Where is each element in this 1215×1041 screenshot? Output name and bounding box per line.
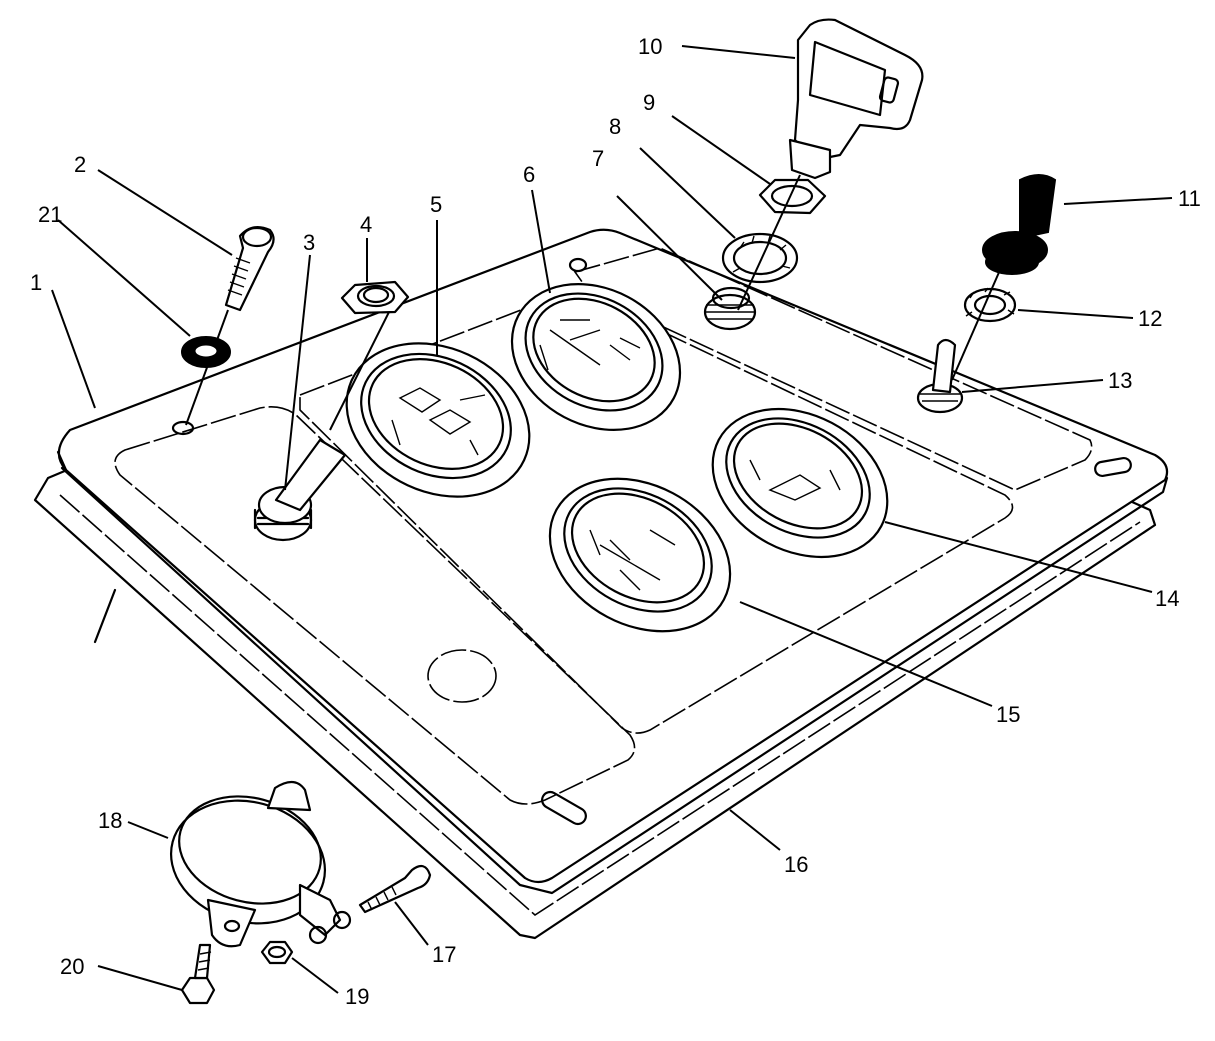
callout-5: 5 [430, 192, 442, 217]
callout-7: 7 [592, 146, 604, 171]
callout-10: 10 [638, 34, 662, 59]
clamp-18 [169, 780, 352, 948]
connector-7 [703, 286, 757, 331]
toggle-switch-3 [253, 438, 347, 542]
callout-19: 19 [345, 984, 369, 1009]
callout-21: 21 [38, 202, 62, 227]
callout-20: 20 [60, 954, 84, 979]
toggle-switch-13 [916, 338, 964, 414]
callout-16: 16 [784, 852, 808, 877]
callout-3: 3 [303, 230, 315, 255]
callout-14: 14 [1155, 586, 1179, 611]
axis-line-receptacle [737, 174, 801, 311]
callout-1: 1 [30, 270, 42, 295]
gauge-6 [510, 283, 682, 431]
axis-line-toggle [951, 269, 1001, 381]
gauge-5 [345, 342, 531, 498]
callout-6: 6 [523, 162, 535, 187]
lockwasher-8 [721, 232, 799, 284]
screw-17 [358, 864, 432, 914]
screw-20 [180, 943, 216, 1005]
lockwasher-21 [181, 336, 231, 368]
callout-17: 17 [432, 942, 456, 967]
callout-15: 15 [996, 702, 1020, 727]
cap-10 [788, 18, 924, 180]
callout-13: 13 [1108, 368, 1132, 393]
callout-8: 8 [609, 114, 621, 139]
nut-9 [758, 178, 827, 215]
leader-lines [51, 45, 1173, 994]
nut-19 [260, 940, 294, 965]
nut-4 [329, 280, 410, 431]
gauge-15 [548, 477, 732, 633]
callout-2: 2 [74, 152, 86, 177]
callout-12: 12 [1138, 306, 1162, 331]
toggle-boot-11 [982, 174, 1057, 275]
callout-18: 18 [98, 808, 122, 833]
gauge-14 [711, 407, 889, 559]
callout-11: 11 [1178, 186, 1201, 211]
callout-9: 9 [643, 90, 655, 115]
callout-4: 4 [360, 212, 372, 237]
callout-labels: 1 2 3 4 5 6 7 8 9 10 11 12 13 14 15 16 1… [30, 34, 1201, 1009]
nut-12 [963, 287, 1017, 323]
